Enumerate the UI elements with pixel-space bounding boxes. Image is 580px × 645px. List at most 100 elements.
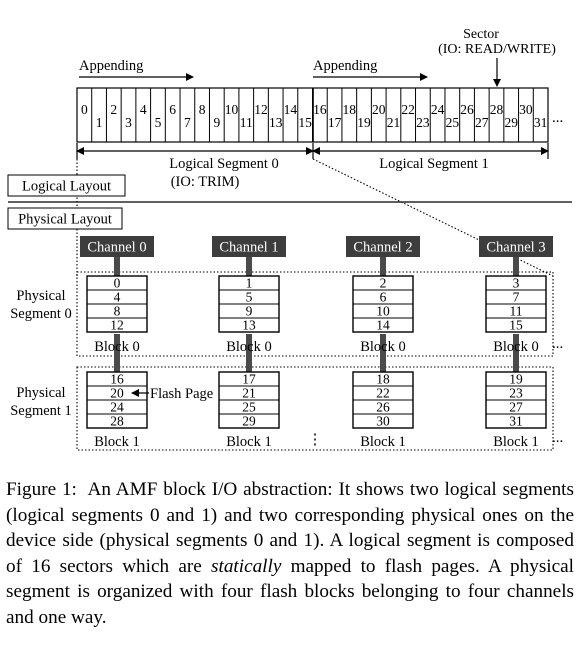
sector-cell-number: 8 — [199, 102, 206, 117]
sector-cell-number: 2 — [110, 102, 117, 117]
block-label: Block 0 — [226, 339, 272, 355]
block-label: Block 1 — [226, 434, 272, 450]
sector-cell-number: 4 — [140, 102, 147, 117]
flash-page-number: 14 — [376, 318, 390, 333]
physical-segment-0-box — [76, 271, 554, 357]
sector-label: Sector — [463, 27, 499, 42]
flash-page-number: 12 — [110, 318, 124, 333]
block-label: Block 0 — [493, 339, 539, 355]
flash-page-number: 25 — [242, 400, 256, 415]
appending-label-left: Appending — [79, 58, 143, 74]
sector-cell-number: 1 — [96, 115, 103, 130]
sector-cell-number: 23 — [416, 115, 430, 130]
caption-text-part2: mapped to flash pages. A physical segmen… — [6, 555, 574, 628]
sector-cell-number: 17 — [328, 115, 342, 130]
flash-page-number: 5 — [246, 290, 253, 305]
sector-cell-number: 11 — [240, 115, 253, 130]
flash-page-number: 3 — [513, 276, 520, 291]
channel-header — [346, 236, 420, 257]
sector-strip: 0123456789101112131415161718192021222324… — [76, 87, 549, 143]
caption-emphasis: statically — [211, 555, 282, 577]
channel-header — [80, 236, 154, 257]
channel-bus — [513, 334, 519, 374]
flash-page-number: 13 — [242, 318, 256, 333]
sector-cell-number: 3 — [125, 115, 132, 130]
sector-cell-number: 5 — [155, 115, 162, 130]
sector-cell-number: 19 — [357, 115, 371, 130]
figure-caption: Figure 1: An AMF block I/O abstraction: … — [6, 477, 574, 631]
sector-cell-number: 24 — [431, 102, 445, 117]
sector-cell-number: 28 — [490, 102, 504, 117]
logical-segment-1-label: Logical Segment 1 — [379, 156, 489, 172]
sector-cell-number: 15 — [298, 115, 312, 130]
sector-cell-number: 29 — [504, 115, 518, 130]
sector-cell-number: 27 — [475, 115, 489, 130]
sector-cell-number: 9 — [213, 115, 220, 130]
block-label: Block 1 — [94, 434, 140, 450]
channel-bus — [114, 257, 120, 276]
caption-text-part1: An AMF block I/O abstraction: It shows t… — [6, 479, 574, 577]
physical-segment-1-label-line1: Physical — [16, 385, 65, 401]
logical-segment-0-label: Logical Segment 0 — [169, 156, 279, 172]
sector-cell-number: 18 — [343, 102, 357, 117]
sector-cell-number: 22 — [401, 102, 415, 117]
flash-page-number: 26 — [376, 400, 390, 415]
flash-page-number: 18 — [376, 372, 390, 387]
flash-page-number: 28 — [110, 414, 124, 429]
flash-page-number: 30 — [376, 414, 390, 429]
channel-label: Channel 3 — [486, 240, 545, 256]
sector-cell-number: 30 — [519, 102, 533, 117]
flash-page-number: 20 — [110, 386, 124, 401]
physical-segment-0-label-line1: Physical — [16, 288, 65, 304]
sector-cell-number: 25 — [446, 115, 460, 130]
sector-cell-number: 12 — [254, 102, 268, 117]
sector-cell-number: 13 — [269, 115, 283, 130]
sector-cell-number: 16 — [313, 102, 327, 117]
channel-bus — [246, 334, 252, 374]
segment-1-ellipsis: ... — [552, 430, 563, 446]
channel-label: Channel 1 — [219, 240, 278, 256]
sector-cell-number: 14 — [284, 102, 298, 117]
flash-page-number: 24 — [110, 400, 124, 415]
flash-page-number: 4 — [114, 290, 121, 305]
sector-cell-number: 26 — [460, 102, 474, 117]
sector-cell-number: 31 — [534, 115, 548, 130]
flash-page-number: 31 — [509, 414, 523, 429]
logical-layout-label: Logical Layout — [22, 179, 111, 195]
channel-bus — [114, 334, 120, 374]
block-label: Block 1 — [493, 434, 539, 450]
physical-layout-label: Physical Layout — [18, 212, 112, 228]
segment-0-ellipsis: ... — [552, 336, 563, 352]
channel-bus — [513, 257, 519, 276]
physical-segment-0-label-line2: Segment 0 — [10, 306, 72, 322]
block-label: Block 0 — [360, 339, 406, 355]
amf-diagram: Sector (IO: READ/WRITE) Appending Append… — [7, 27, 572, 451]
flash-page-number: 6 — [380, 290, 387, 305]
flash-page-number: 15 — [509, 318, 523, 333]
block-label: Block 1 — [360, 434, 406, 450]
flash-page-number: 0 — [114, 276, 121, 291]
appending-label-right: Appending — [313, 58, 377, 74]
physical-segment-1-label-line2: Segment 1 — [10, 403, 72, 419]
channel-label: Channel 0 — [87, 240, 146, 256]
logical-segment-0-io: (IO: TRIM) — [171, 174, 240, 190]
flash-page-number: 23 — [509, 386, 523, 401]
physical-segment-1-box — [76, 366, 554, 451]
flash-page-number: 22 — [376, 386, 390, 401]
channel-label: Channel 2 — [353, 240, 412, 256]
sector-cell-number: 10 — [225, 102, 239, 117]
channel-bus — [380, 257, 386, 276]
caption-label: Figure 1: — [6, 479, 77, 500]
physical-layout-box — [7, 207, 123, 230]
flash-page-number: 17 — [242, 372, 256, 387]
flash-page-number: 11 — [510, 304, 523, 319]
flash-page-number: 29 — [242, 414, 256, 429]
sector-cell-number: 7 — [184, 115, 191, 130]
flash-page-number: 19 — [509, 372, 523, 387]
vertical-ellipsis: ⋮ — [308, 432, 323, 448]
flash-page-label: Flash Page — [150, 386, 213, 402]
dotted-connector-diagonal — [312, 158, 554, 277]
flash-page-number: 27 — [509, 400, 523, 415]
flash-page-number: 10 — [376, 304, 390, 319]
